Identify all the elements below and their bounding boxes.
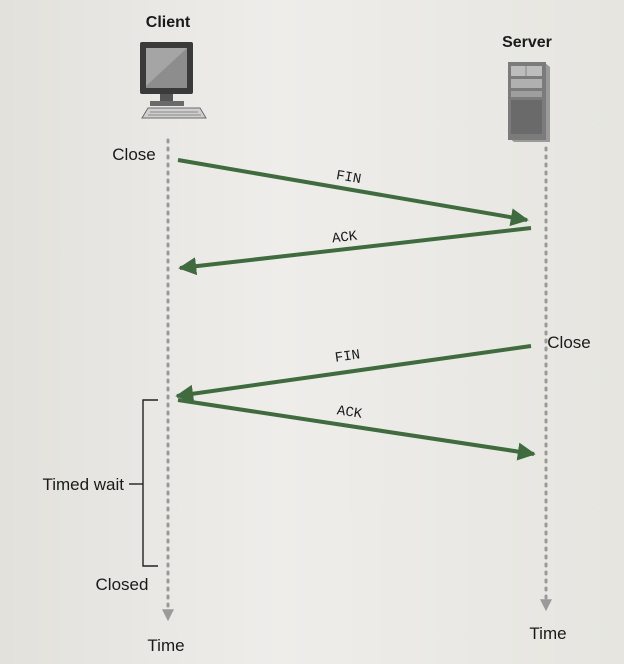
message-label: ACK <box>331 229 358 248</box>
server-label: Server <box>502 34 552 51</box>
client-label: Client <box>146 14 191 31</box>
fin-arrow-server-to-client <box>175 344 532 403</box>
client-close-label: Close <box>112 145 155 164</box>
message-label: FIN <box>334 347 361 366</box>
timed-wait-bracket <box>142 399 158 567</box>
client-time-label: Time <box>147 636 184 655</box>
message-label: FIN <box>335 168 363 188</box>
fin-arrow-client-to-server <box>177 158 529 227</box>
server-tower-icon <box>508 62 550 142</box>
desktop-computer-icon <box>140 42 207 119</box>
message-label: ACK <box>336 403 364 423</box>
ack-arrow-client-to-server <box>177 398 536 461</box>
server-time-label: Time <box>529 624 566 643</box>
timed-wait-label: Timed wait <box>42 475 124 494</box>
server-close-label: Close <box>547 333 590 352</box>
ack-arrow-server-to-client <box>178 226 532 276</box>
closed-label: Closed <box>96 575 149 594</box>
